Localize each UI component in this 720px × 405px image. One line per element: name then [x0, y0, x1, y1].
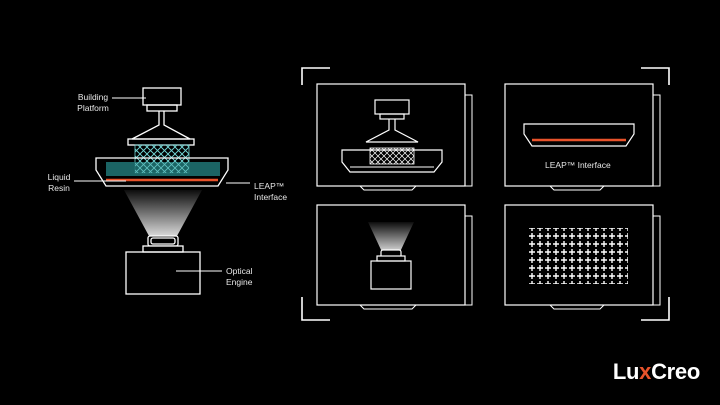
exposure-pattern: [528, 228, 628, 284]
panel-exposure-pattern: [504, 204, 661, 310]
label-optical-line2: Engine: [226, 277, 253, 287]
label-leap-interface: LEAP™ Interface: [254, 181, 287, 203]
label-building-platform: Building Platform: [70, 92, 116, 114]
optical-engine-box: [125, 251, 201, 295]
corner-brackets: [301, 67, 670, 321]
main-printer-diagram: [74, 87, 250, 295]
label-leap-line1: LEAP™: [254, 181, 285, 191]
logo-x: x: [639, 359, 652, 384]
optical-lens: [142, 235, 184, 253]
panel-optical-detail: [316, 204, 473, 310]
building-platform: [127, 87, 195, 146]
label-liquid-resin-line2: Resin: [48, 183, 70, 193]
panel-leap-interface: [504, 83, 661, 191]
leader-lines: [74, 97, 250, 272]
label-liquid-resin: Liquid Resin: [44, 172, 74, 194]
logo-part1: Lu: [612, 359, 640, 384]
label-liquid-resin-line1: Liquid: [47, 172, 71, 182]
label-optical-engine: Optical Engine: [226, 266, 252, 288]
light-beam: [124, 190, 202, 236]
label-building-platform-line2: Platform: [77, 103, 109, 113]
resin-vat: [95, 145, 229, 187]
label-building-platform-line1: Building: [77, 92, 109, 102]
label-optical-line1: Optical: [226, 266, 253, 276]
label-leap-line2: Interface: [254, 192, 288, 202]
luxcreo-logo: LuxCreo: [613, 359, 700, 385]
logo-part3: Creo: [651, 359, 700, 384]
panel-leap-label: LEAP™ Interface: [545, 160, 611, 170]
panel-platform-detail: [316, 83, 473, 191]
